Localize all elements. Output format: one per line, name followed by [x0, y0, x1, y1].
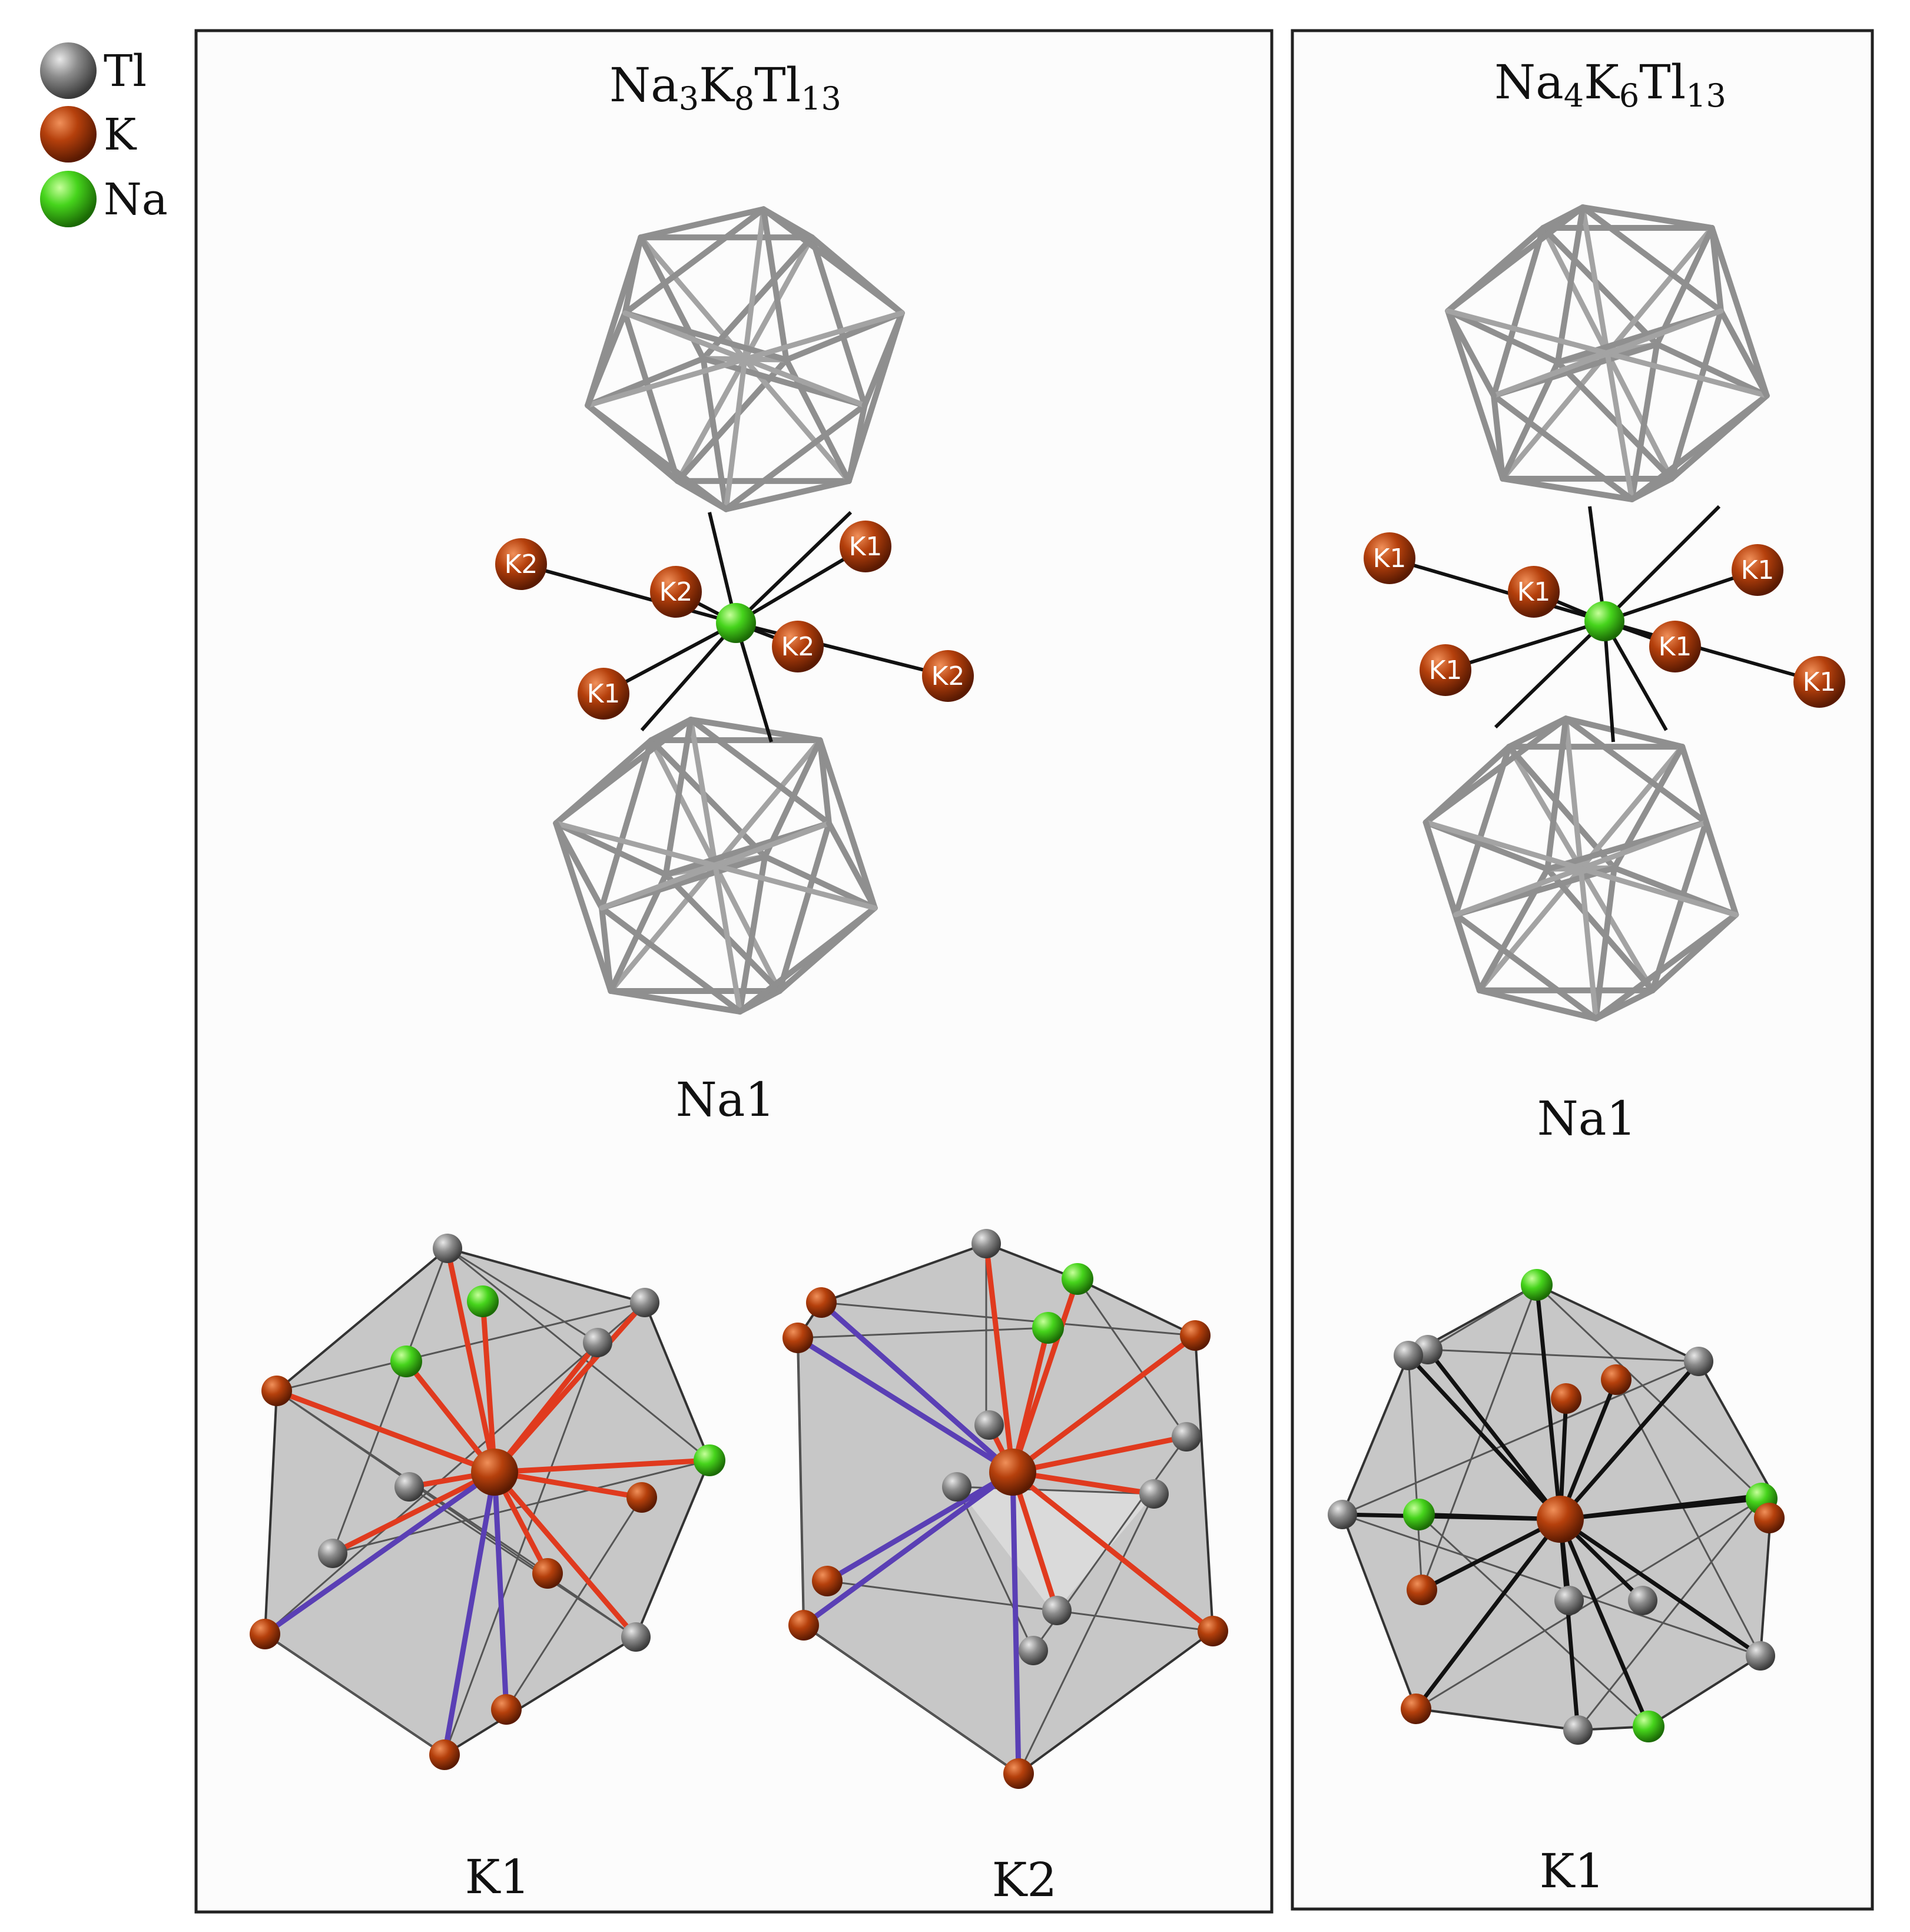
panel-title: Na3K8Tl13 [609, 58, 841, 117]
svg-text:K1: K1 [1373, 544, 1407, 574]
k1-coordination-polyhedron [1328, 1269, 1785, 1745]
legend: Tl K Na [40, 42, 168, 227]
svg-text:K1: K1 [587, 679, 621, 709]
svg-text:K2: K2 [505, 549, 538, 579]
polyhedron-atoms [782, 1229, 1228, 1789]
legend-item-na: Na [40, 171, 168, 227]
tl13-icosahedron-lower [1422, 715, 1739, 1022]
k2-coordination-polyhedron [782, 1229, 1228, 1789]
k2-atom: K2 [495, 538, 547, 590]
panel-title: Na4K6Tl13 [1494, 55, 1726, 114]
polyhedron-label-k2: K2 [992, 1853, 1057, 1907]
na1-atom [716, 603, 756, 643]
k1-atom: K1 [1793, 656, 1845, 708]
legend-item-k: K [40, 106, 137, 163]
k1-coordination-polyhedron [250, 1234, 725, 1770]
k1-atom: K1 [1508, 566, 1560, 618]
na1-atom [1584, 601, 1624, 641]
legend-label-tl: Tl [104, 46, 147, 97]
svg-text:K1: K1 [1659, 632, 1692, 662]
k1-atom: K1 [1364, 532, 1415, 584]
na-atom-icon [40, 171, 97, 227]
tl13-icosahedron-upper [1445, 204, 1770, 502]
na1-coordination [520, 511, 949, 743]
svg-text:K1: K1 [1517, 577, 1551, 607]
k2-atom: K2 [772, 621, 824, 672]
legend-label-na: Na [104, 174, 168, 225]
panel-na4k6tl13: Na4K6Tl13 K1 K1 [1291, 29, 1874, 1911]
svg-text:K2: K2 [781, 632, 815, 662]
panel-na3k8tl13: Na3K8Tl13 K2 K2 [194, 29, 1274, 1914]
polyhedron-atoms [250, 1234, 725, 1770]
k-atom-icon [40, 106, 97, 163]
polyhedron-label-k1: K1 [465, 1850, 530, 1904]
k1-atom: K1 [578, 668, 629, 720]
k2-atom: K2 [650, 566, 702, 618]
k-atoms-around-na1: K2 K2 K1 K2 K1 K2 [495, 521, 974, 720]
svg-text:K1: K1 [849, 532, 883, 562]
k-atoms-around-na1: K1 K1 K1 K1 K1 K1 [1364, 532, 1845, 708]
polyhedron-label-k1: K1 [1540, 1844, 1605, 1898]
svg-text:K1: K1 [1429, 655, 1463, 685]
tl13-icosahedron-lower [553, 717, 878, 1015]
k1-atom: K1 [1732, 544, 1783, 596]
center-label-na1: Na1 [676, 1072, 775, 1127]
polyhedron-atoms [1328, 1269, 1785, 1745]
center-label-na1: Na1 [1537, 1091, 1637, 1146]
k1-atom: K1 [1649, 621, 1701, 672]
svg-text:K2: K2 [659, 577, 693, 607]
k2-atom: K2 [922, 650, 974, 702]
legend-item-tl: Tl [40, 42, 147, 99]
svg-text:K1: K1 [1803, 667, 1836, 697]
tl13-icosahedron-upper [585, 206, 905, 512]
svg-text:K2: K2 [931, 661, 965, 691]
k1-atom: K1 [1420, 644, 1471, 696]
k1-atom: K1 [840, 521, 891, 572]
legend-label-k: K [104, 110, 137, 160]
svg-text:K1: K1 [1741, 555, 1775, 585]
tl-atom-icon [40, 42, 97, 99]
